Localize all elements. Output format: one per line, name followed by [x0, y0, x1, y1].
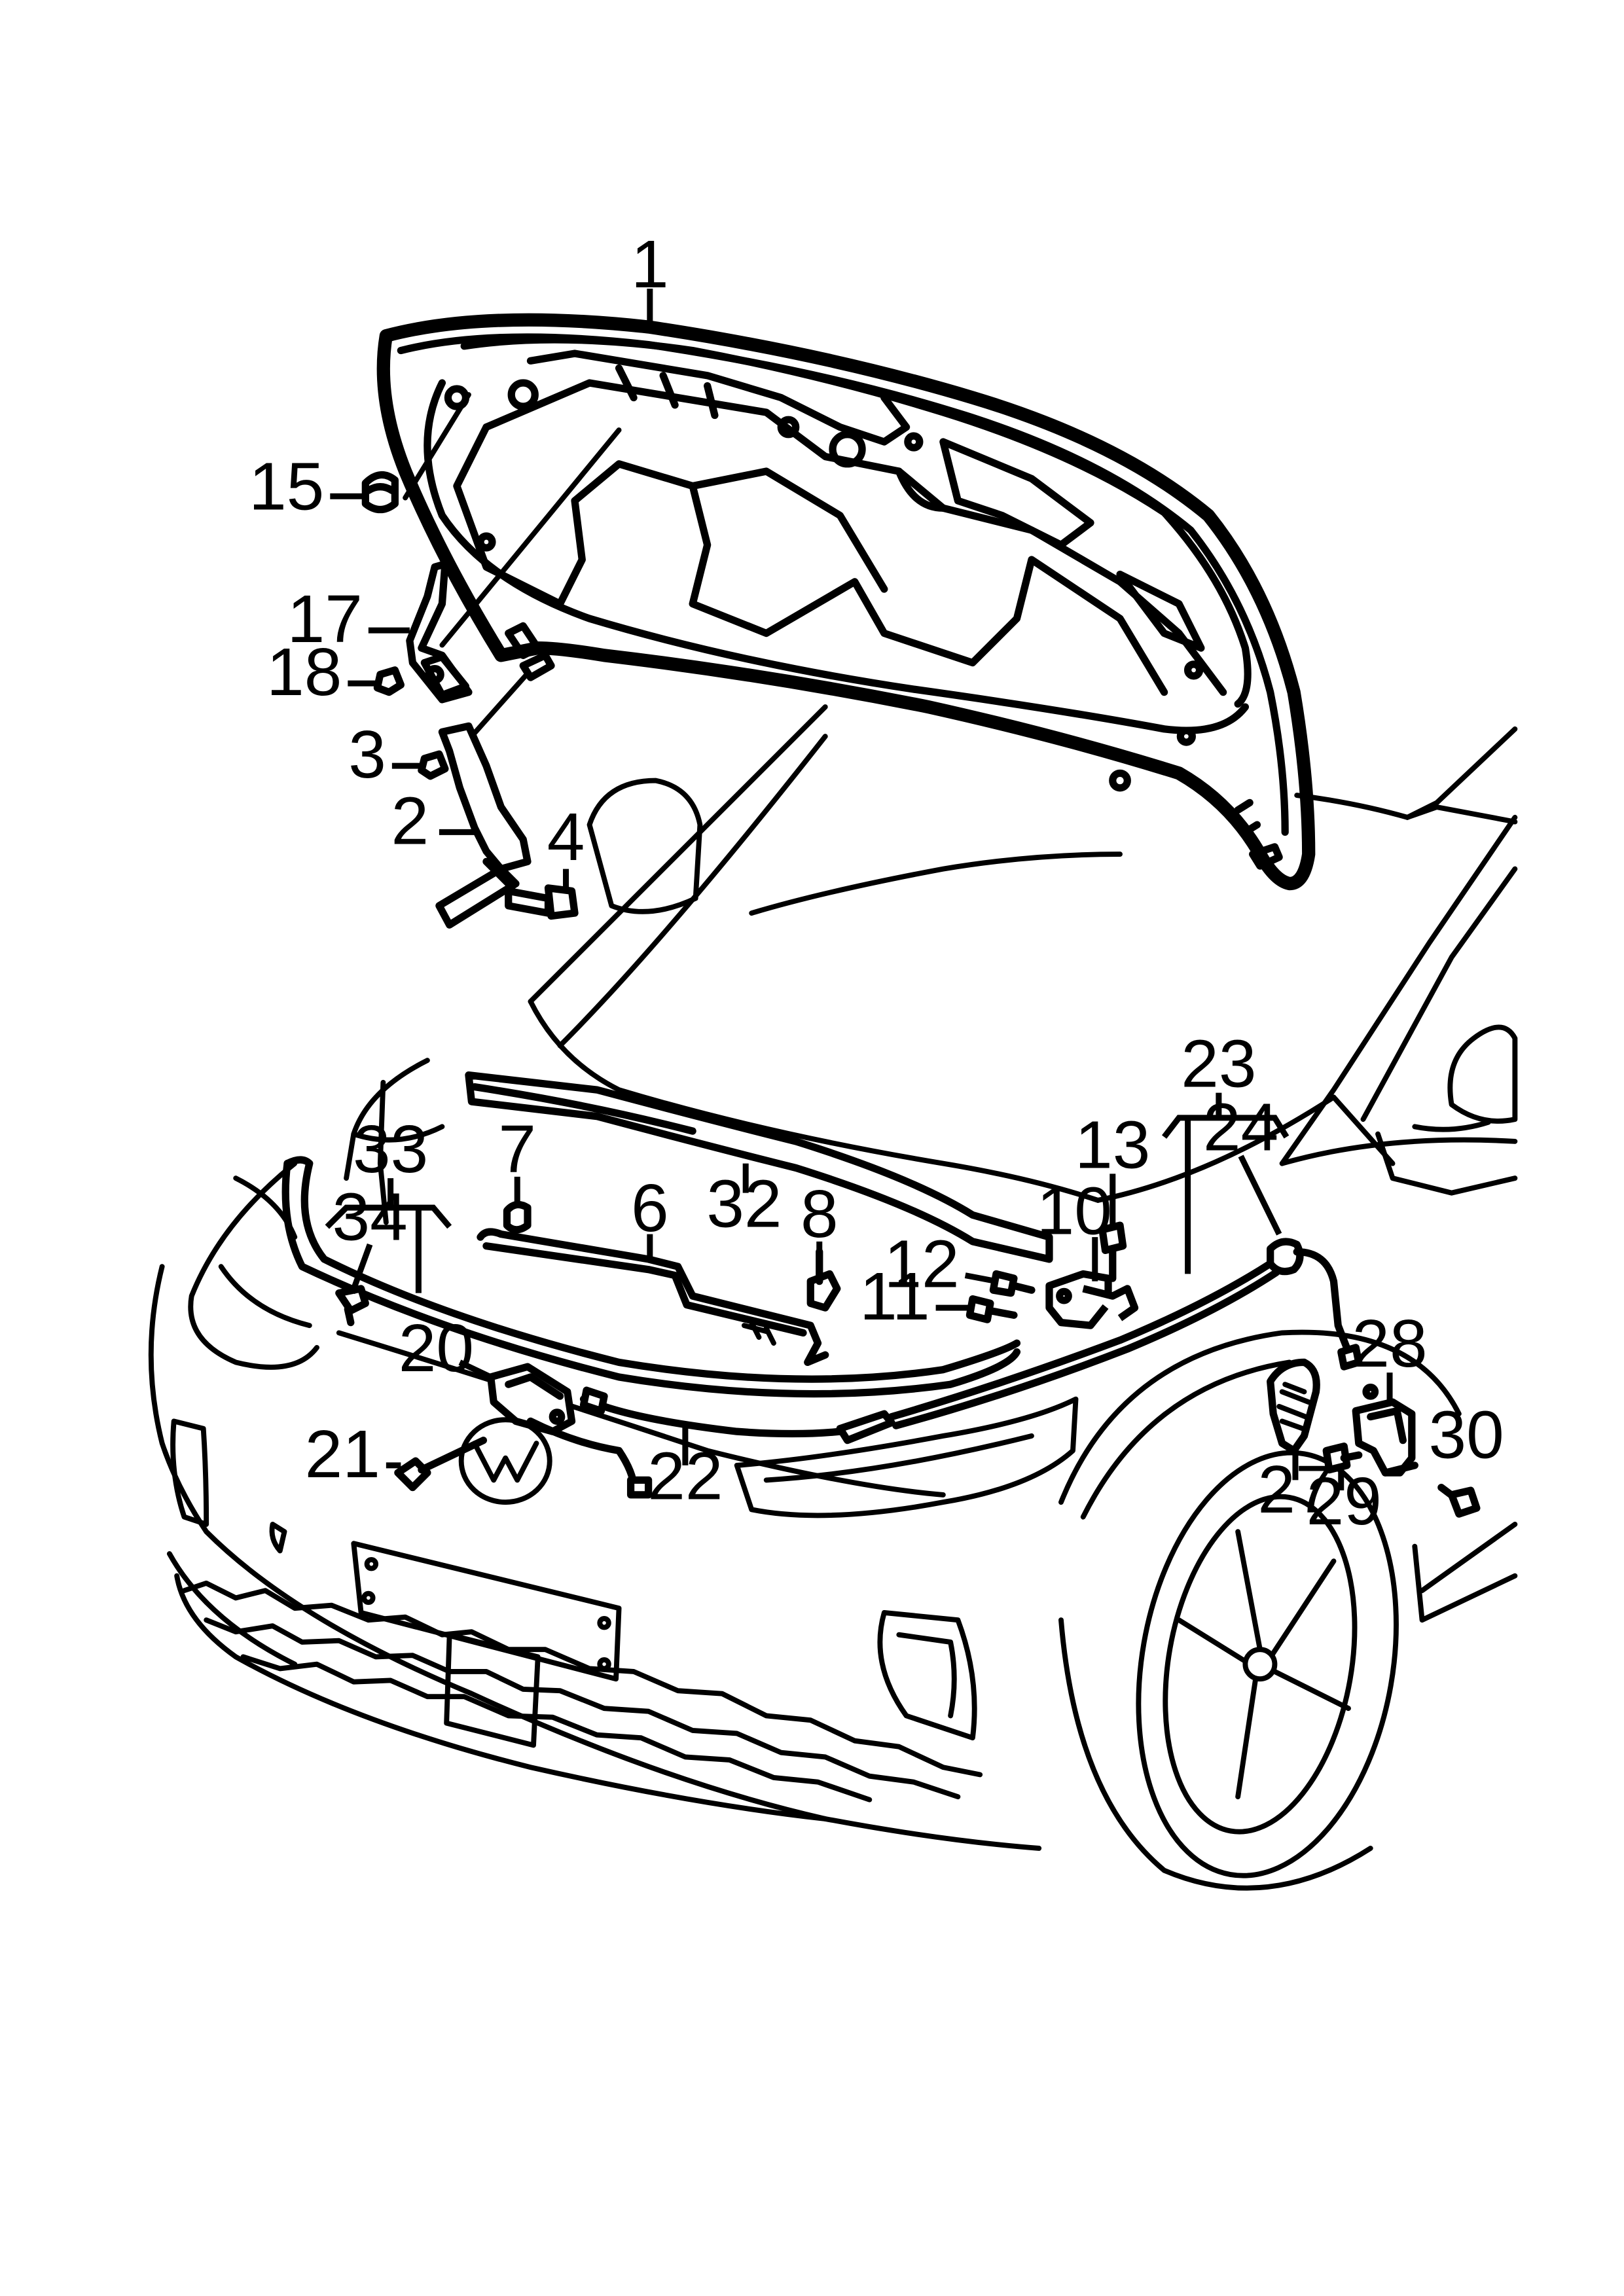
rear-bonnet-seal: [465, 1071, 1053, 1263]
callout-12: 12: [884, 1226, 959, 1302]
seal-clip: [335, 1285, 369, 1327]
guide-line: [439, 427, 622, 648]
callout-13: 13: [1075, 1106, 1150, 1182]
callout-18: 18: [266, 634, 342, 709]
callout-30: 30: [1429, 1397, 1504, 1473]
hinge-bolt: [505, 884, 579, 920]
rubber-buffer: [361, 471, 399, 514]
hinge-upper-bracket: [406, 560, 473, 704]
callout-7: 7: [498, 1111, 536, 1187]
callout-34: 34: [332, 1179, 407, 1255]
callout-11: 11: [859, 1258, 929, 1334]
release-cable: [526, 1260, 1280, 1499]
bonnet-panel: [376, 313, 1316, 891]
front-seal-strip: [281, 1156, 1021, 1398]
callout-labels: 1 2 3 4 6 7 8 10 11 12 13 15 17 18 20 21…: [249, 226, 1504, 1539]
hinge-stud: [519, 651, 555, 681]
callout-21: 21: [305, 1416, 380, 1492]
hinge-lower-nut: [418, 750, 449, 780]
callout-2: 2: [391, 782, 429, 858]
vehicle-body-outline: [148, 704, 1518, 1891]
vw-emblem: [458, 1417, 552, 1505]
release-handle: [1267, 1358, 1320, 1455]
callout-24: 24: [1203, 1088, 1278, 1164]
hinge-nut: [373, 666, 405, 696]
callout-3: 3: [348, 716, 386, 792]
bracket-screw: [1322, 1443, 1363, 1474]
callout-23: 23: [1181, 1026, 1256, 1102]
callout-10: 10: [1037, 1173, 1112, 1249]
lock-screw: [989, 1270, 1036, 1297]
callout-28: 28: [1352, 1305, 1427, 1381]
callout-32: 32: [706, 1165, 782, 1241]
lock-assembly: [487, 1363, 576, 1435]
release-cable-grommet: [1267, 1238, 1379, 1400]
lock-mounting-bolt: [394, 1437, 488, 1492]
callout-22: 22: [647, 1438, 723, 1514]
bonnet-hinge: [435, 722, 532, 929]
lock-screw: [965, 1295, 1018, 1323]
callout-15: 15: [249, 448, 324, 524]
release-handle-bracket: [1352, 1398, 1418, 1477]
callout-33: 33: [353, 1111, 428, 1187]
bonnet-prop-rod: [477, 1228, 829, 1367]
callout-leaders: [325, 289, 1393, 1491]
guide-line: [469, 667, 533, 740]
callout-17: 17: [287, 581, 363, 656]
prop-rod-holder: [806, 1248, 841, 1312]
callout-4: 4: [547, 798, 585, 874]
callout-20: 20: [399, 1310, 474, 1386]
callout-6: 6: [631, 1170, 669, 1246]
clip-nut: [1437, 1484, 1481, 1518]
guide-line: [403, 392, 471, 501]
lock-bolt: [1098, 1221, 1127, 1282]
callout-1: 1: [631, 226, 669, 302]
callout-8: 8: [801, 1175, 839, 1251]
prop-rod-grommet: [503, 1200, 532, 1234]
bonnet-lock: [1045, 1270, 1139, 1329]
callout-27: 27: [1257, 1451, 1333, 1527]
callout-29: 29: [1307, 1463, 1382, 1539]
